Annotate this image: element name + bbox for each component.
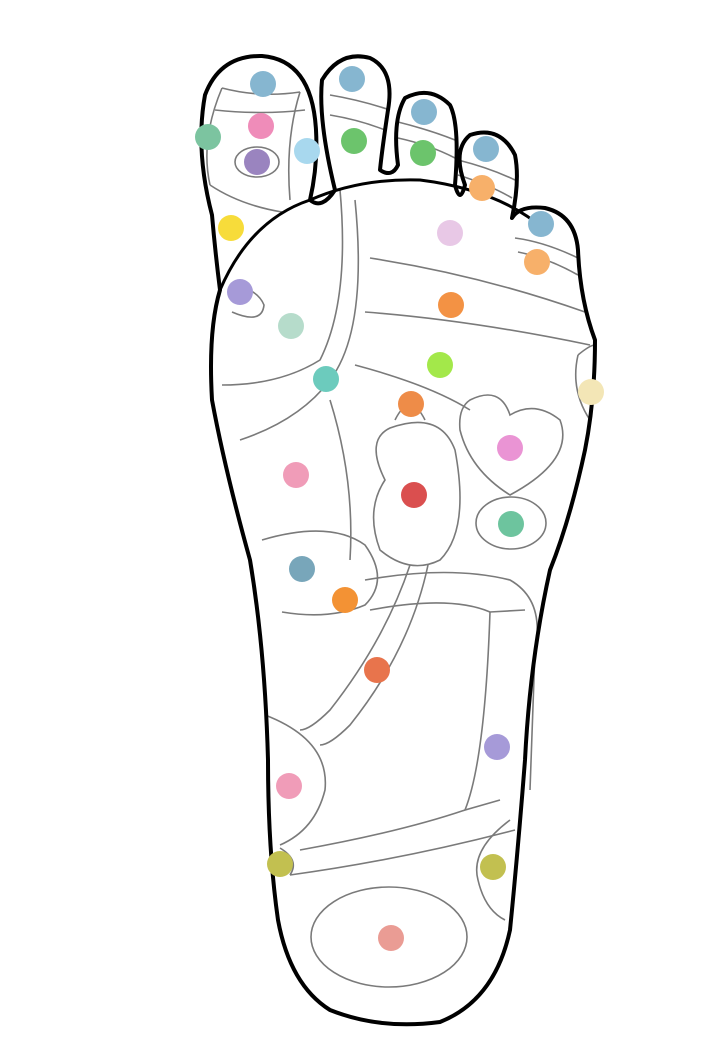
reflex-point — [364, 657, 390, 683]
reflex-point — [289, 556, 315, 582]
reflex-point — [244, 149, 270, 175]
reflex-point — [410, 140, 436, 166]
reflex-point — [378, 925, 404, 951]
reflex-point — [294, 138, 320, 164]
reflex-point — [313, 366, 339, 392]
reflex-point — [218, 215, 244, 241]
reflex-point — [195, 124, 221, 150]
reflex-point — [250, 71, 276, 97]
reflex-point — [332, 587, 358, 613]
reflex-point — [497, 435, 523, 461]
reflex-point — [278, 313, 304, 339]
reflex-point — [276, 773, 302, 799]
reflex-point — [578, 379, 604, 405]
reflex-point — [437, 220, 463, 246]
reflex-point — [267, 851, 293, 877]
reflex-point — [283, 462, 309, 488]
reflex-point — [411, 99, 437, 125]
reflex-point — [401, 482, 427, 508]
reflex-point — [528, 211, 554, 237]
reflex-point — [480, 854, 506, 880]
reflex-point — [398, 391, 424, 417]
reflex-point — [227, 279, 253, 305]
foot-outline — [199, 53, 597, 1027]
reflex-points — [195, 66, 604, 951]
reflex-point — [524, 249, 550, 275]
reflex-point — [498, 511, 524, 537]
toe-base-curve — [218, 178, 547, 292]
reflex-point — [341, 128, 367, 154]
reflex-point — [339, 66, 365, 92]
reflex-point — [427, 352, 453, 378]
reflex-point — [484, 734, 510, 760]
reflex-point — [438, 292, 464, 318]
reflex-point — [469, 175, 495, 201]
reflex-point — [248, 113, 274, 139]
reflex-point — [473, 136, 499, 162]
